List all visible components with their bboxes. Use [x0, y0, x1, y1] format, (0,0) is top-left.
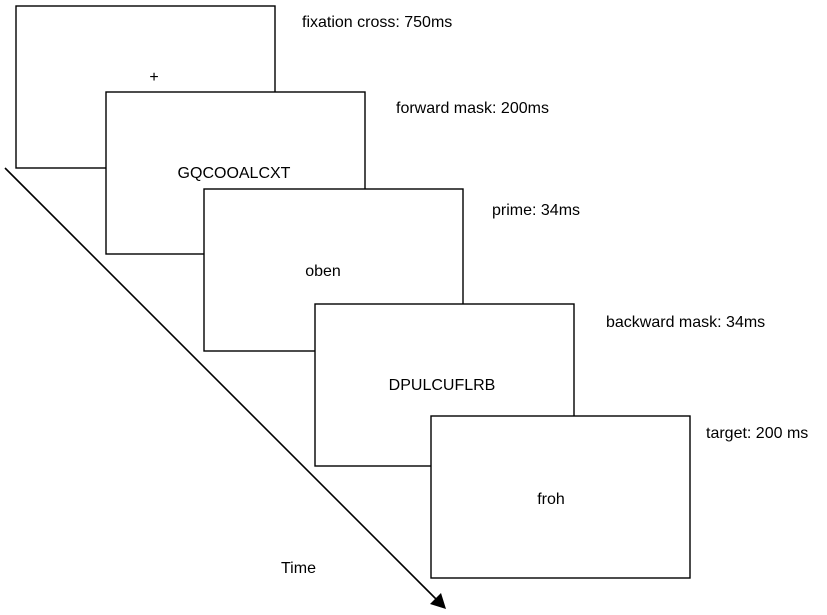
frame-forward-mask-label: forward mask: 200ms — [396, 100, 549, 117]
frame-fixation-label: fixation cross: 750ms — [302, 14, 452, 31]
frame-target: froh target: 200 ms — [430, 415, 808, 579]
time-arrow-head — [430, 593, 446, 609]
fixation-cross: + — [149, 69, 158, 86]
target-stimulus: froh — [537, 491, 565, 508]
prime-stimulus: oben — [305, 263, 341, 280]
frame-target-label: target: 200 ms — [706, 425, 808, 442]
forward-mask-stimulus: GQCOOALCXT — [178, 165, 291, 182]
time-arrow — [4, 167, 446, 609]
backward-mask-stimulus: DPULCUFLRB — [389, 377, 496, 394]
frame-backward-mask-label: backward mask: 34ms — [606, 314, 765, 331]
frame-prime-label: prime: 34ms — [492, 202, 580, 219]
time-label: Time — [281, 560, 316, 577]
frame-target-box — [430, 415, 691, 579]
time-arrow-line — [4, 167, 438, 601]
